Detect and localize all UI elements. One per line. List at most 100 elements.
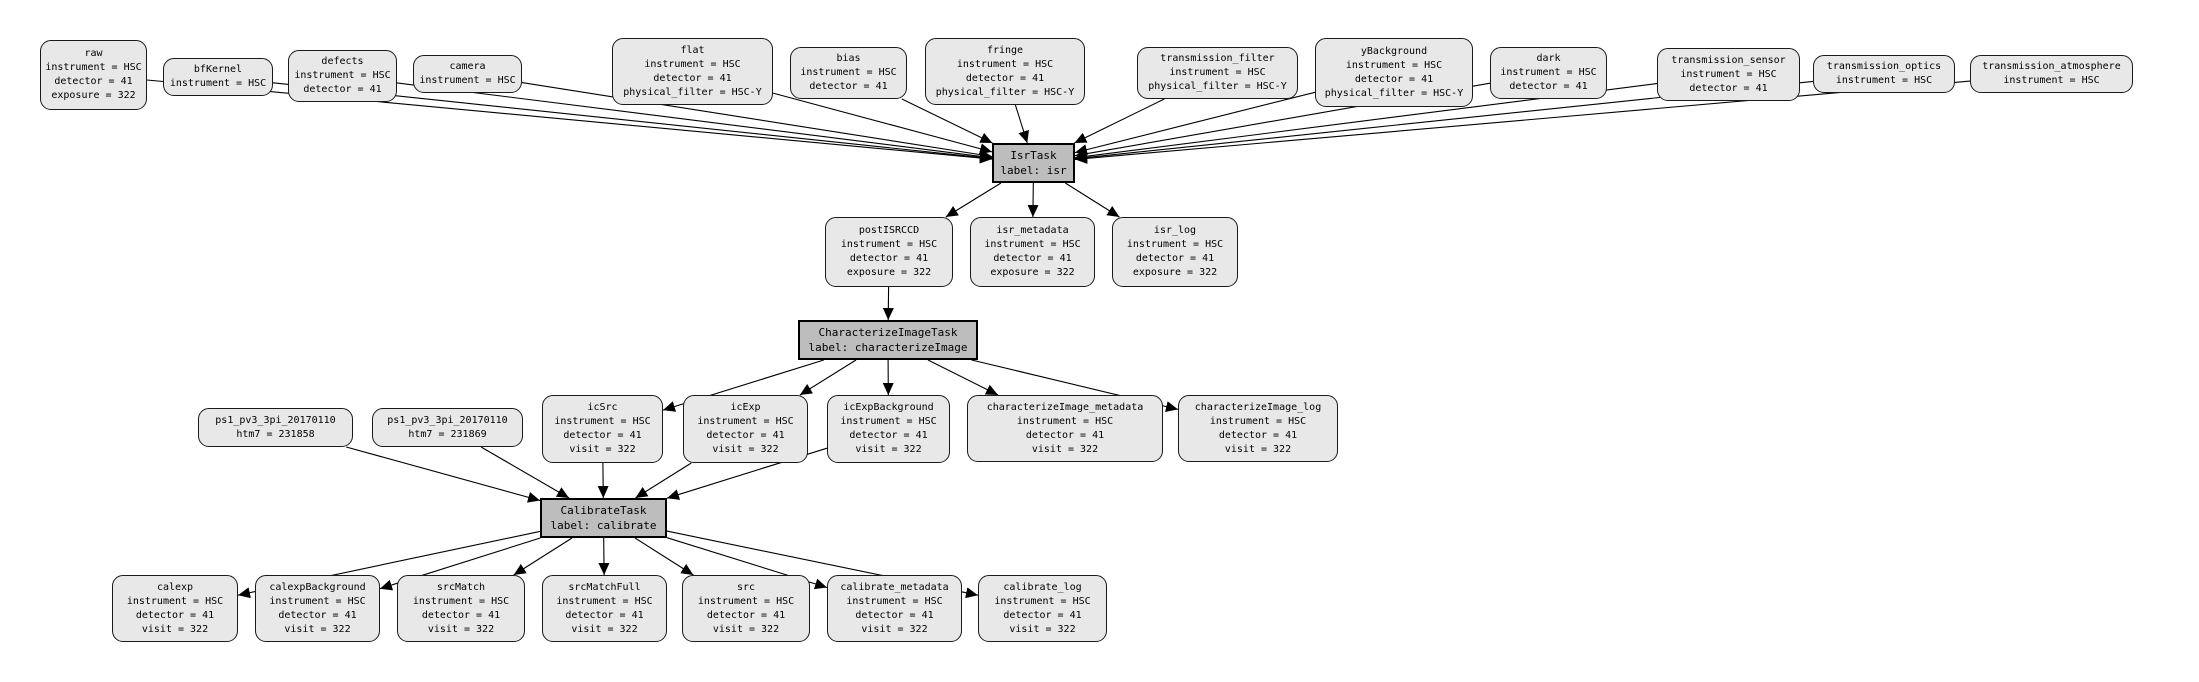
dataset-node-transmission_optics: transmission_optics instrument = HSC [1813,55,1955,93]
dataset-node-calexpBackground: calexpBackground instrument = HSC detector… [255,575,380,642]
node-title: characterizeImage_metadata [986,401,1144,413]
node-title: CharacterizeImageTask [818,326,958,339]
node-field: visit = 322 [141,623,209,635]
edge-isr-to-isr_log [1065,182,1120,218]
node-field: instrument = HSC [419,75,516,86]
node-field: detector = 41 [1025,429,1105,441]
node-title: ps1_pv3_3pi_20170110 [215,414,336,426]
dataset-node-icSrc: icSrc instrument = HSC detector = 41 visit … [542,395,663,463]
node-field: instrument = HSC [697,416,794,427]
node-field: exposure = 322 [990,267,1075,278]
node-field: instrument = HSC [126,595,224,607]
node-field: detector = 41 [653,72,732,84]
node-field: label: characterizeImage [808,341,968,354]
node-field: exposure = 322 [1132,267,1218,278]
node-field: instrument = HSC [1169,67,1266,78]
node-title: transmission_atmosphere [1982,61,2121,72]
node-field: physical_filter = HSC-Y [623,86,762,98]
edge-characterizeImage-to-characterizeImage_metadata [927,359,999,396]
edge-characterizeImage-to-icExp [799,359,857,396]
task-node-characterizeImage: CharacterizeImageTask label: characterize… [798,320,978,360]
node-field: detector = 41 [135,609,215,621]
node-field: label: isr [1000,164,1067,177]
node-field: exposure = 322 [846,267,932,278]
edge-transmission_filter-to-isr [1074,98,1165,144]
node-field: visit = 322 [569,444,636,455]
node-field: detector = 41 [54,76,133,87]
node-field: detector = 41 [965,72,1045,84]
node-field: htm7 = 231869 [408,428,487,440]
node-field: physical_filter = HSC-Y [935,86,1075,98]
node-field: visit = 322 [284,623,351,635]
node-field: detector = 41 [706,430,785,441]
node-field: detector = 41 [855,609,934,621]
node-field: visit = 322 [427,623,495,635]
node-title: transmission_optics [1826,61,1942,72]
task-node-isr: IsrTask label: isr [992,143,1075,183]
node-field: detector = 41 [278,609,357,621]
node-title: defects [321,56,364,67]
dataset-node-calexp: calexp instrument = HSC detector = 41 visit… [112,575,238,642]
node-field: detector = 41 [993,253,1072,264]
node-title: transmission_sensor [1671,54,1786,66]
node-title: IsrTask [1010,149,1057,162]
node-field: visit = 322 [1224,443,1292,455]
node-title: ps1_pv3_3pi_20170110 [387,414,508,426]
node-field: instrument = HSC [556,595,653,607]
node-field: visit = 322 [855,444,922,455]
edge-icExp-to-calibrate [635,462,692,499]
edge-bias-to-isr [901,98,993,144]
node-field: detector = 41 [303,84,382,95]
node-field: detector = 41 [1354,73,1434,85]
node-field: instrument = HSC [1680,68,1777,80]
node-title: calexpBackground [269,581,366,593]
node-field: instrument = HSC [956,58,1054,70]
node-title: camera [449,61,486,72]
node-field: label: calibrate [550,519,657,532]
node-title: icSrc [587,402,618,413]
dataset-node-camera: camera instrument = HSC [413,55,522,93]
dataset-node-ps1_b: ps1_pv3_3pi_20170110 htm7 = 231869 [372,408,523,447]
node-field: instrument = HSC [45,62,142,73]
node-field: detector = 41 [1135,253,1215,264]
node-field: instrument = HSC [984,239,1081,250]
node-title: yBackground [1360,45,1428,57]
node-field: instrument = HSC [697,595,795,607]
task-node-calibrate: CalibrateTask label: calibrate [540,498,667,538]
node-field: instrument = HSC [1835,75,1933,86]
node-field: detector = 41 [1003,609,1082,621]
node-title: CalibrateTask [560,504,647,517]
node-field: exposure = 322 [51,90,136,101]
node-field: instrument = HSC [554,416,651,427]
node-field: visit = 322 [861,623,928,635]
node-title: postISRCCD [858,225,920,236]
node-title: icExp [730,402,761,413]
node-title: calexp [156,581,194,593]
node-field: instrument = HSC [269,595,366,607]
node-field: detector = 41 [563,430,642,441]
node-field: physical_filter = HSC-Y [1324,87,1464,99]
node-field: instrument = HSC [800,67,897,78]
node-title: calibrate_log [1003,581,1082,593]
edge-calibrate-to-srcMatch [513,537,573,576]
node-field: instrument = HSC [846,595,943,607]
node-field: detector = 41 [565,609,644,621]
